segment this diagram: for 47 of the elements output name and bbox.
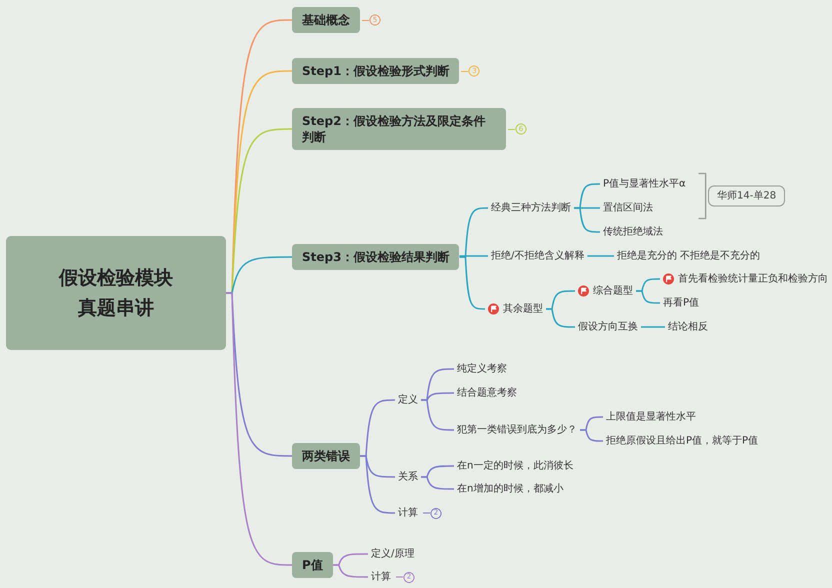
branch-line — [636, 290, 660, 304]
subtopic-text: 经典三种方法判断 — [488, 200, 574, 216]
subtopic-text: 上限值是显著性水平 — [603, 410, 699, 424]
subtopic-text: 定义/原理 — [368, 546, 418, 562]
subtopic-text: 拒绝是充分的 不拒绝是不充分的 — [614, 248, 764, 264]
subtopic-text: 纯定义考察 — [454, 362, 510, 376]
subtopic-text: 犯第一类错误到底为多少？ — [454, 422, 580, 438]
branch-line — [459, 256, 485, 310]
branch-line — [641, 326, 665, 328]
subtopic-text: 在n一定的时候，此消彼长 — [454, 458, 576, 474]
subtopic-text: P值与显著性水平α — [600, 176, 689, 192]
subtopic-text: 结合题意考察 — [454, 386, 520, 400]
subtopic-text: 结论相反 — [665, 320, 711, 334]
topic-box: 两类错误 — [292, 443, 360, 469]
branch-line — [360, 455, 395, 514]
subtopic-text: 综合题型 — [593, 284, 633, 298]
subtopic-text: 再看P值 — [660, 296, 702, 310]
branch-line — [546, 308, 575, 328]
subtopic-text: 拒绝原假设且给出P值，就等于P值 — [603, 434, 762, 448]
subtopic-text: 传统拒绝域法 — [600, 224, 666, 240]
branch-line — [332, 564, 368, 578]
branch-line — [574, 207, 600, 233]
branch-line — [226, 292, 292, 566]
subtopic-text: 假设方向互换 — [575, 320, 641, 334]
subtopic-text: 定义 — [395, 392, 421, 408]
central-topic-box — [6, 236, 226, 350]
branch-line — [421, 476, 454, 490]
subtopic-text: 置信区间法 — [600, 200, 656, 216]
topic-title: 假设检验模块 — [59, 266, 173, 291]
topic-box: Step2：假设检验方法及限定条件判断 — [292, 108, 506, 150]
branch-line — [587, 255, 614, 257]
topic-subtitle: 真题串讲 — [78, 296, 154, 321]
subtopic-text: 计算 — [395, 506, 421, 520]
topic-box: P值 — [292, 552, 333, 578]
summary-box: 华师14-单28 — [708, 186, 786, 206]
subtopic-text: 拒绝/不拒绝含义解释 — [488, 248, 588, 264]
branch-line — [580, 429, 603, 442]
subtopic-text: 关系 — [395, 470, 421, 484]
subtopic-text: 其余题型 — [503, 302, 543, 316]
topic-box: Step3：假设检验结果判断 — [292, 244, 460, 270]
topic-box: 基础概念 — [292, 7, 360, 33]
topic-box: Step1：假设检验形式判断 — [292, 58, 460, 84]
subtopic-text: 计算 — [368, 570, 394, 584]
subtopic-text: 在n增加的时候，都减小 — [454, 482, 566, 496]
subtopic-text: 首先看检验统计量正负和检验方向 — [678, 272, 828, 286]
branch-line — [421, 399, 454, 431]
branch-line — [459, 255, 488, 257]
